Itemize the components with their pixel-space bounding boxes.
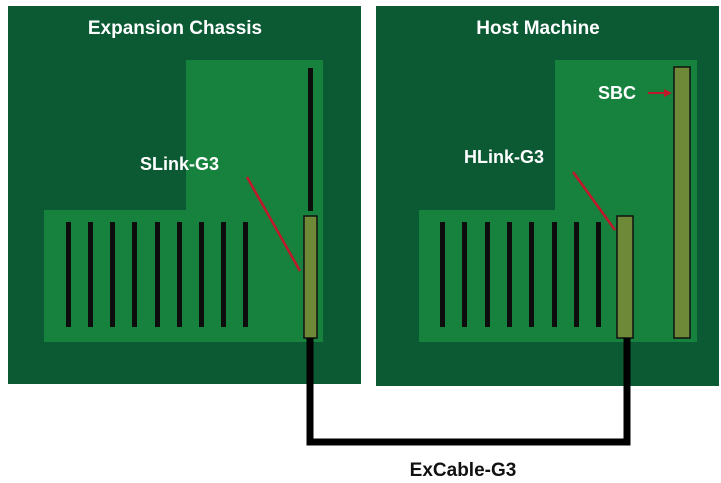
host-machine-panel: Host Machine HLink-G3 SBC	[376, 6, 719, 386]
chassis-slot	[66, 222, 71, 327]
host-slot	[462, 222, 467, 327]
chassis-slot	[88, 222, 93, 327]
chassis-slot	[132, 222, 137, 327]
hlink-g3-card	[616, 215, 634, 339]
host-slot	[440, 222, 445, 327]
chassis-slot	[221, 222, 226, 327]
chassis-slot-group	[66, 222, 248, 327]
chassis-slot	[110, 222, 115, 327]
hlink-g3-leader-line	[571, 171, 617, 231]
expansion-chassis-panel: Expansion Chassis SLink-G3	[8, 6, 361, 384]
host-slot	[574, 222, 579, 327]
excable-g3-label: ExCable-G3	[410, 460, 517, 481]
slink-g3-card	[303, 215, 318, 339]
chassis-slot	[177, 222, 182, 327]
sbc-label: SBC	[598, 83, 636, 103]
host-slot	[552, 222, 557, 327]
host-slot	[596, 222, 601, 327]
host-slot	[529, 222, 534, 327]
sbc-pointer-arrowhead	[664, 89, 672, 97]
expansion-chassis-title: Expansion Chassis	[88, 18, 262, 39]
sbc-card	[673, 66, 691, 339]
chassis-slot	[243, 222, 248, 327]
slink-g3-label: SLink-G3	[140, 154, 219, 174]
hlink-g3-label: HLink-G3	[464, 147, 544, 167]
host-slot-group	[440, 222, 601, 327]
chassis-slot	[199, 222, 204, 327]
slink-g3-leader-line	[245, 176, 302, 272]
host-machine-title: Host Machine	[476, 18, 600, 39]
chassis-long-slot	[308, 68, 313, 211]
host-slot	[507, 222, 512, 327]
chassis-slot	[155, 222, 160, 327]
excable-g3-cable	[306, 338, 631, 446]
host-slot	[485, 222, 490, 327]
